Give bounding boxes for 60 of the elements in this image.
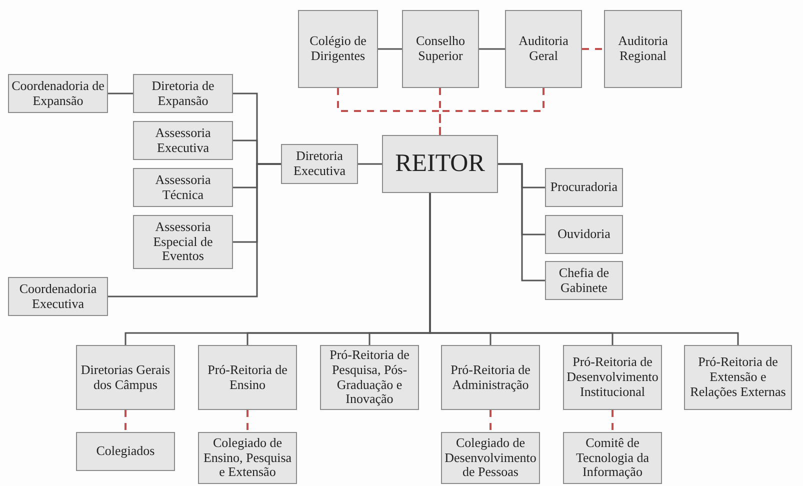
unit-name: Pró-Reitoria de Administração [450,362,532,392]
org-unit-box [505,10,582,88]
org-unit-box [604,10,682,88]
connector-line [479,48,505,50]
unit-name: Colegiados [96,444,155,459]
dashed-connector [612,410,614,432]
org-unit-box [382,135,498,193]
dashed-connector [439,88,544,135]
connector-line [108,163,281,298]
unit-name: Coordenadoria de Expansão [11,78,105,108]
unit-name: Colegiado de Ensino, Pesquisa e Extensão [202,436,293,480]
dashed-connector [582,48,604,50]
unit-name: Pró-Reitoria de Pesquisa, Pós-Graduação e Inovação [328,348,410,408]
connector-line [378,48,402,50]
unit-name: Pró-Reitoria de Ensino [206,362,288,392]
unit-name: Diretorias Gerais dos Câmpus [80,362,172,392]
unit-name: Conselho Superior [414,34,466,64]
unit-name: Diretoria de Expansão [150,78,216,108]
unit-name: Pró-Reitoria de Extensão e Relações Externas [689,355,787,400]
unit-name: Auditoria Regional [617,34,669,64]
org-unit-box [76,345,175,410]
org-unit-box [8,277,108,316]
unit-name: Ouvidoria [558,227,610,242]
unit-name: Assessoria Especial de Eventos [152,220,214,264]
org-unit-box [320,345,419,410]
unit-name: Assessoria Técnica [154,172,212,202]
org-unit-box [133,74,233,113]
org-unit-box [684,345,792,410]
unit-name: Colegiado de Desenvolvimento de Pessoas [444,436,537,480]
unit-name: Colégio de Dirigentes [308,34,368,64]
org-unit-box [298,10,378,88]
connector-line [358,163,382,165]
org-unit-box [563,432,662,484]
unit-name: Procuradoria [550,180,618,195]
org-unit-box [563,345,662,410]
dashed-connector [246,410,248,432]
org-unit-box [545,215,623,254]
unit-name: REITOR [395,150,485,178]
org-unit-box [76,432,175,471]
dashed-connector [337,88,441,135]
unit-name: Pró-Reitoria de Desenvolvimento Institucional [566,355,659,400]
unit-name: Comitê de Tecnologia da Informação [574,436,650,480]
org-unit-box [133,121,233,160]
org-unit-box [402,10,479,88]
org-unit-box [198,345,297,410]
dashed-connector [490,410,492,432]
org-unit-box [545,261,623,300]
connector-line [108,92,133,94]
org-unit-box [441,345,540,410]
unit-name: Chefia de Gabinete [558,266,610,296]
connector-line [498,163,545,282]
org-unit-box [545,168,623,207]
org-unit-box [133,168,233,207]
unit-name: Coordenadoria Executiva [18,282,98,312]
org-unit-box [133,215,233,269]
unit-name: Assessoria Executiva [154,126,212,156]
org-unit-box [281,144,358,184]
dashed-connector [124,410,126,432]
unit-name: Diretoria Executiva [292,149,346,179]
unit-name: Auditoria Geral [518,34,570,64]
